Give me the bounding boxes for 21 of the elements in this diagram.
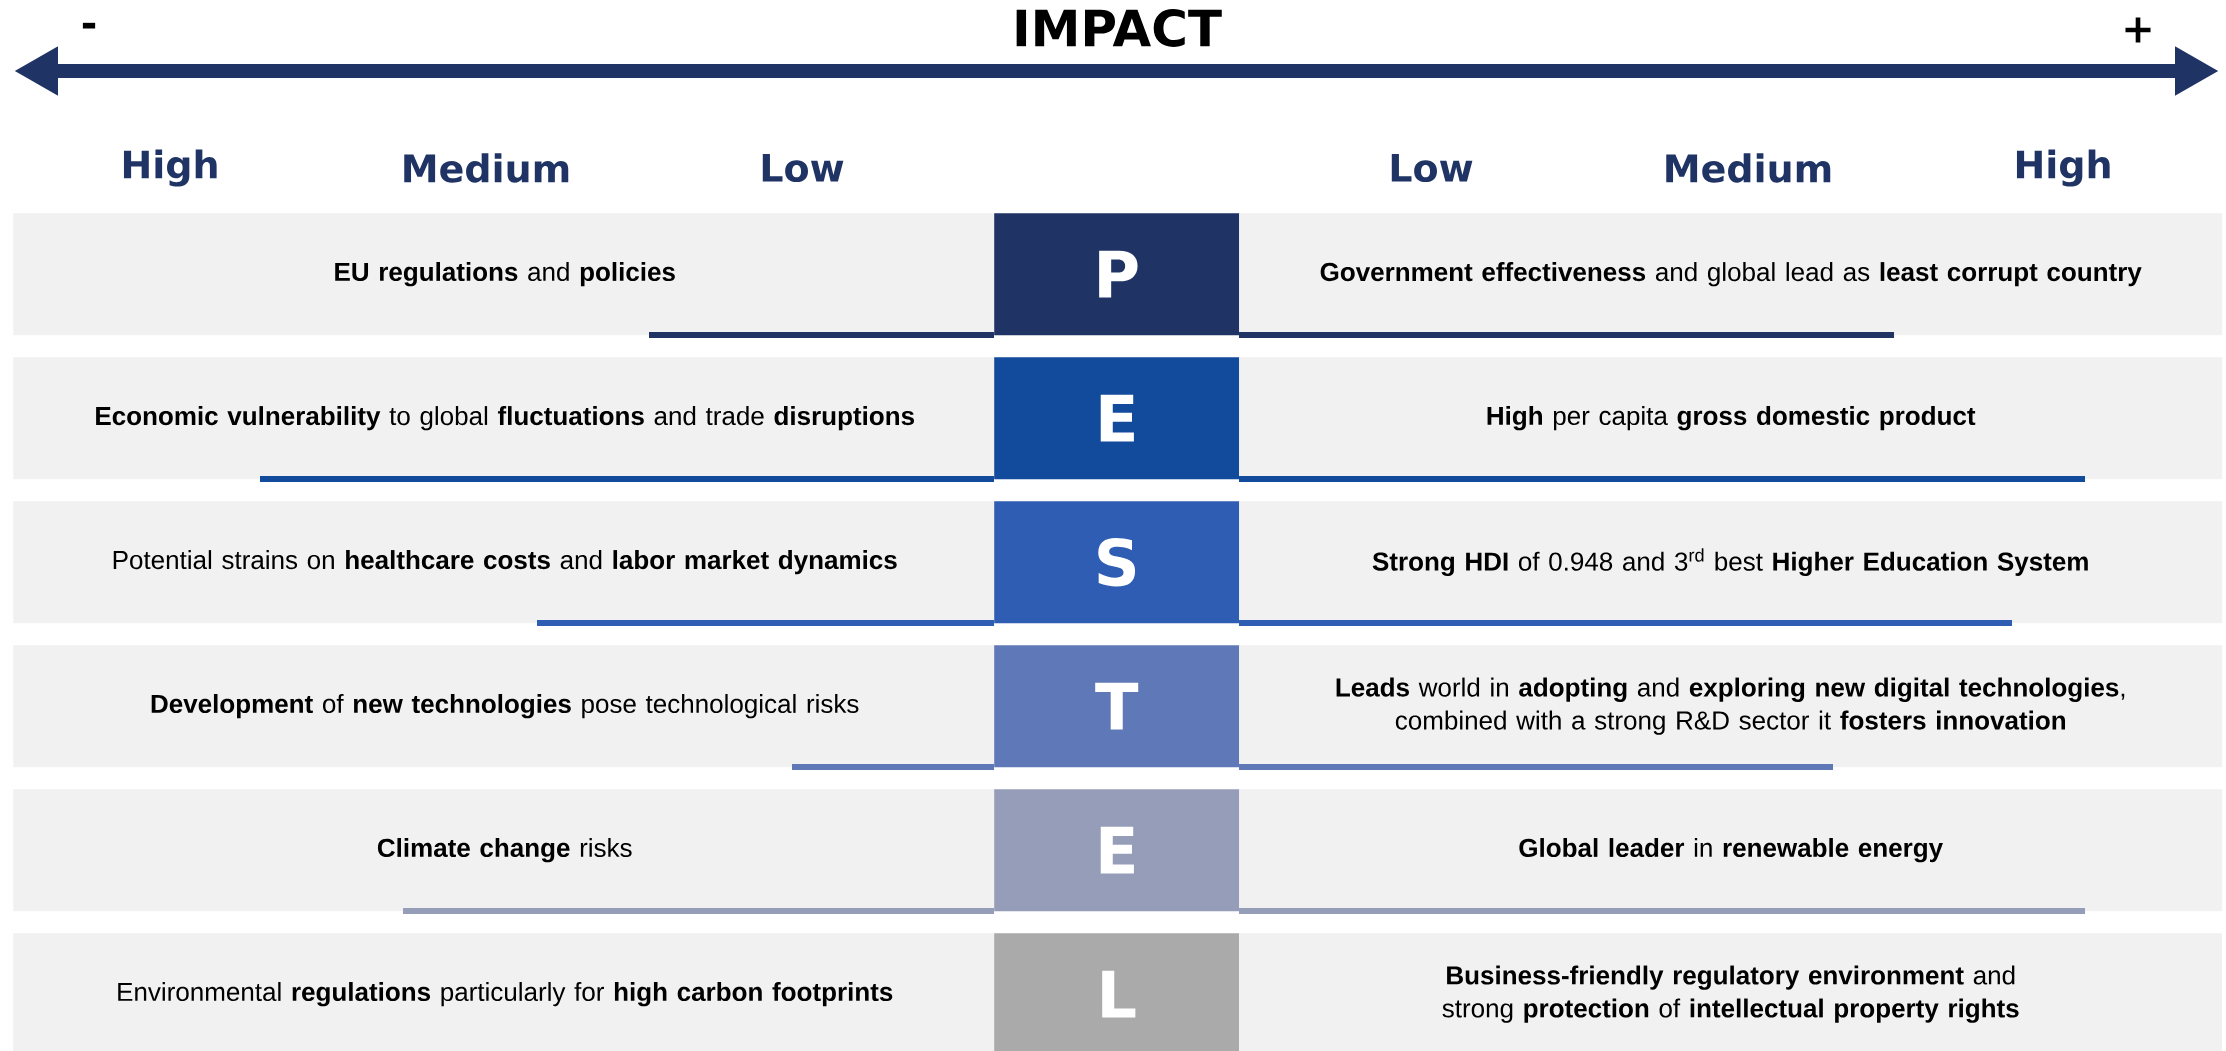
sign-label: -	[82, 22, 96, 29]
letter-box: E	[994, 789, 1240, 912]
description-box: EU regulations and policies	[13, 213, 997, 336]
description-box: Global leader in renewable energy	[1239, 789, 2223, 912]
description-box: High per capita gross domestic product	[1239, 357, 2223, 480]
title: IMPACT	[1016, 9, 1222, 47]
description-box: Climate change risks	[13, 789, 997, 912]
description-box: Environmental regulations particularly for high carbon footprints	[13, 933, 997, 1051]
description-box: Potential strains on healthcare costs and labor market dynamics	[13, 501, 997, 624]
sign-label: +	[2125, 17, 2151, 43]
description-box: Leads world in adopting and exploring new digital technologies, combined with a strong R&D sector it fosters innovation	[1239, 645, 2223, 768]
description-box: Government effectiveness and global lead as least corrupt country	[1239, 213, 2223, 336]
letter-box: P	[994, 213, 1240, 336]
description-box: Development of new technologies pose technological risks	[13, 645, 997, 768]
description-box: Economic vulnerability to global fluctuations and trade disruptions	[13, 357, 997, 480]
letter-box: L	[994, 933, 1240, 1051]
description-box: Business-friendly regulatory environment and strong protection of intellectual property rights	[1239, 933, 2223, 1051]
letter-box: T	[994, 645, 1240, 768]
letter-box: S	[994, 501, 1240, 624]
letter-box: E	[994, 357, 1240, 480]
description-box: Strong HDI of 0.948 and 3$^{rd}$ best Higher Education System	[1239, 501, 2223, 624]
